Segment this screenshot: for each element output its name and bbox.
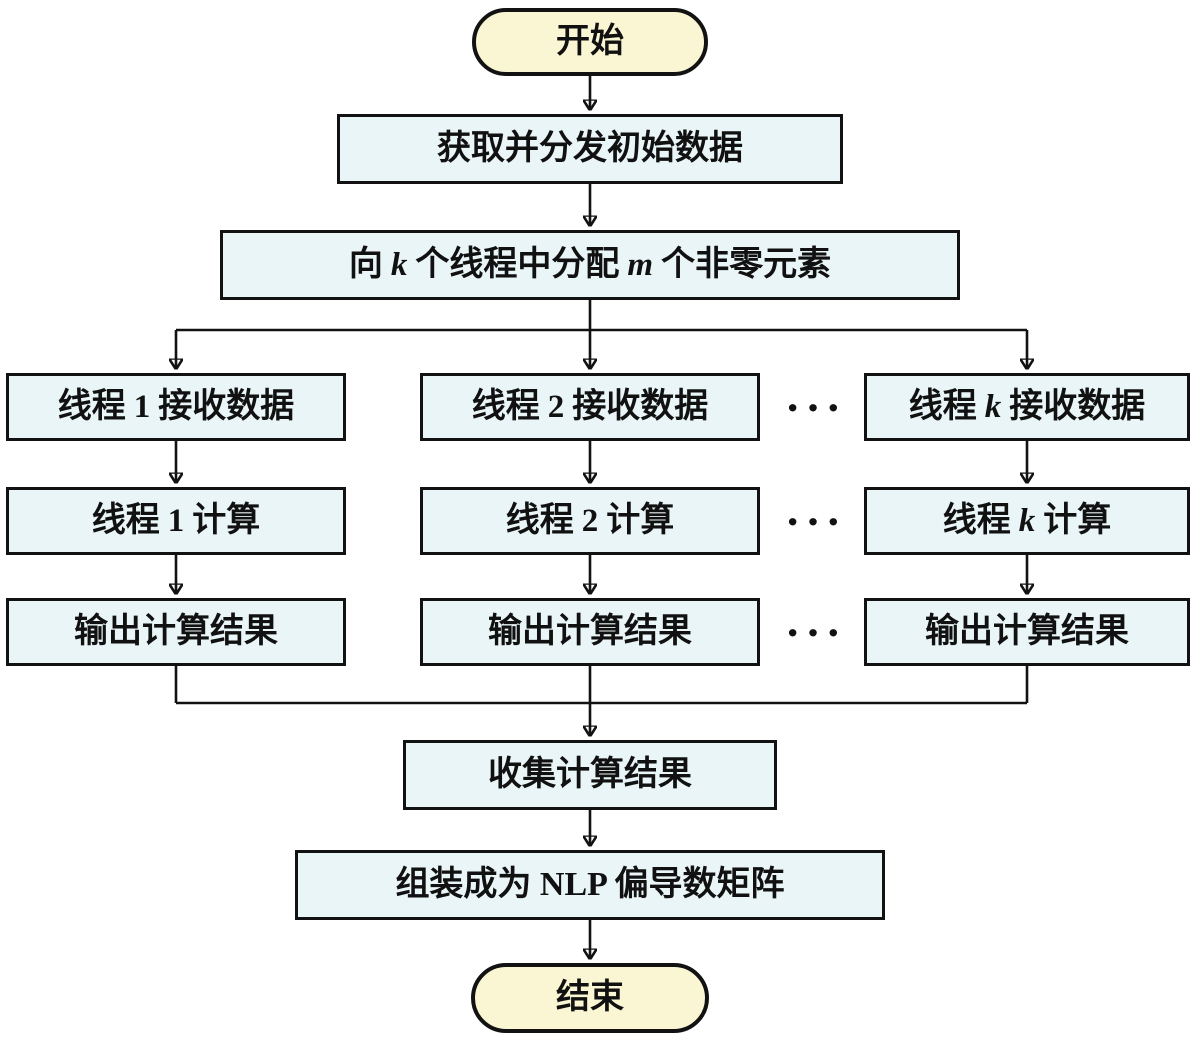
- threadk-id: k: [984, 388, 1002, 425]
- thread2-compute-step: 线程 2 计算: [420, 487, 760, 555]
- thread2-compute-label: 线程: [505, 502, 574, 539]
- thread2-compute-id: 2: [581, 502, 599, 539]
- threadk-compute-label: 线程: [942, 502, 1011, 539]
- collect-results-label: 收集计算结果: [488, 756, 692, 793]
- distribute-mid: 个线程中分配: [415, 246, 620, 283]
- thread1-compute-step: 线程 1 计算: [6, 487, 346, 555]
- thread1-receive-label: 线程: [57, 388, 126, 425]
- threadk-receive-label: 线程: [908, 388, 977, 425]
- assemble-matrix-label: 组装成为 NLP 偏导数矩阵: [395, 866, 785, 903]
- end-terminal: 结束: [471, 963, 709, 1033]
- ellipsis-row2: ···: [784, 495, 847, 547]
- var-m: m: [627, 246, 654, 283]
- threadk-receive-suffix: 接收数据: [1009, 388, 1146, 425]
- acquire-data-step: 获取并分发初始数据: [337, 114, 843, 184]
- distribute-post: 个非零元素: [661, 246, 832, 283]
- threadk-output-step: 输出计算结果: [864, 598, 1190, 666]
- threadk-compute-suffix: 计算: [1043, 502, 1112, 539]
- thread1-receive-step: 线程 1 接收数据: [6, 373, 346, 441]
- thread1-compute-label: 线程: [91, 502, 160, 539]
- thread2-receive-label: 线程: [471, 388, 540, 425]
- thread1-compute-suffix: 计算: [192, 502, 261, 539]
- threadk-compute-id: k: [1018, 502, 1036, 539]
- thread1-id: 1: [133, 388, 151, 425]
- ellipsis-row1: ···: [784, 381, 847, 433]
- thread1-receive-suffix: 接收数据: [158, 388, 295, 425]
- thread1-compute-id: 1: [167, 502, 185, 539]
- distribute-elements-step: 向 k 个线程中分配 m 个非零元素: [220, 230, 960, 300]
- thread2-output-step: 输出计算结果: [420, 598, 760, 666]
- thread2-id: 2: [547, 388, 565, 425]
- assemble-matrix-step: 组装成为 NLP 偏导数矩阵: [295, 850, 885, 920]
- start-label: 开始: [556, 23, 624, 60]
- threadk-receive-step: 线程 k 接收数据: [864, 373, 1190, 441]
- threadk-output-label: 输出计算结果: [925, 613, 1129, 650]
- thread2-compute-suffix: 计算: [606, 502, 675, 539]
- thread2-output-label: 输出计算结果: [488, 613, 692, 650]
- start-terminal: 开始: [472, 8, 708, 76]
- end-label: 结束: [556, 979, 624, 1016]
- thread1-output-label: 输出计算结果: [74, 613, 278, 650]
- distribute-pre: 向: [348, 246, 383, 283]
- var-k: k: [390, 246, 408, 283]
- thread2-receive-step: 线程 2 接收数据: [420, 373, 760, 441]
- thread2-receive-suffix: 接收数据: [572, 388, 709, 425]
- threadk-compute-step: 线程 k 计算: [864, 487, 1190, 555]
- ellipsis-row3: ···: [784, 606, 847, 658]
- thread1-output-step: 输出计算结果: [6, 598, 346, 666]
- collect-results-step: 收集计算结果: [403, 740, 777, 810]
- acquire-data-label: 获取并分发初始数据: [437, 130, 743, 167]
